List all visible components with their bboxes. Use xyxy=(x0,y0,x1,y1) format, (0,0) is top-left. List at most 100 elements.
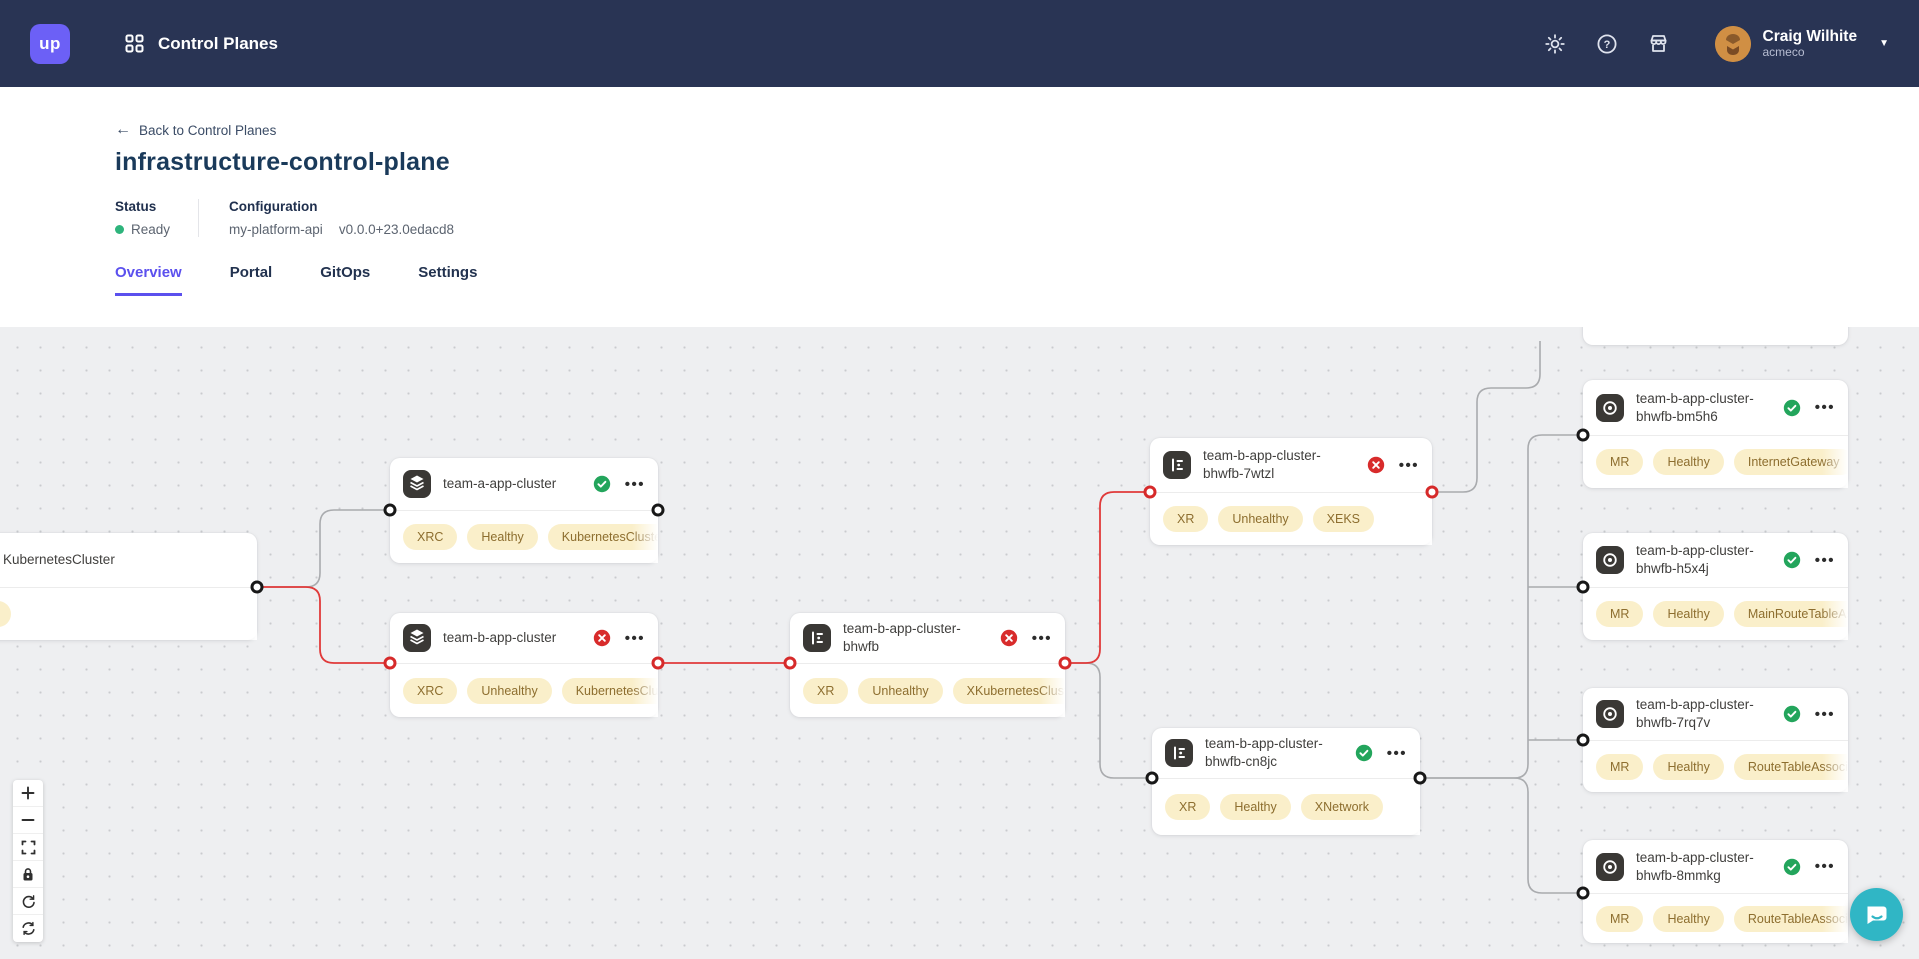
badge-routetableassociation: RouteTableAssociation xyxy=(1733,905,1848,932)
status-dot-icon xyxy=(115,225,124,234)
page-header: ← Back to Control Planes infrastructure-… xyxy=(0,87,1919,327)
connection-handle[interactable] xyxy=(1058,656,1072,670)
tab-gitops[interactable]: GitOps xyxy=(320,264,371,281)
node-menu-button[interactable]: ••• xyxy=(1398,456,1419,474)
badge-xkubernetescluster: XKubernetesCluster xyxy=(952,677,1065,704)
connection-handle[interactable] xyxy=(783,656,797,670)
composite-icon xyxy=(803,624,831,652)
connection-handle[interactable] xyxy=(383,503,397,517)
refresh-button[interactable] xyxy=(13,915,43,942)
connection-handle[interactable] xyxy=(383,656,397,670)
badge-mr: MR xyxy=(1596,449,1644,475)
user-name: Craig Wilhite xyxy=(1762,27,1858,45)
status-label: Status xyxy=(115,199,157,214)
lock-button[interactable] xyxy=(13,861,43,888)
help-icon[interactable]: ? xyxy=(1595,32,1619,56)
connection-handle[interactable] xyxy=(1143,485,1157,499)
rotate-button[interactable] xyxy=(13,888,43,915)
managed-icon xyxy=(1596,393,1624,422)
node-menu-button[interactable]: ••• xyxy=(1814,551,1835,569)
tab-overview[interactable]: Overview xyxy=(115,264,182,296)
app-bar: up Control Planes ? xyxy=(0,0,1919,87)
badge-healthy: Healthy xyxy=(1220,794,1291,820)
node-team-a-app-cluster[interactable]: team-a-app-cluster ••• XRC Healthy Kuberne… xyxy=(390,458,658,563)
user-org: acmeco xyxy=(1762,44,1805,59)
node-status-icon xyxy=(593,475,611,493)
layers-icon xyxy=(403,624,431,652)
node-title: team-b-app-cluster-bhwfb-bm5h6 xyxy=(1636,390,1754,424)
partial-node[interactable] xyxy=(1583,327,1848,345)
node-menu-button[interactable]: ••• xyxy=(624,475,645,493)
node-menu-button[interactable]: ••• xyxy=(1814,858,1835,875)
settings-icon[interactable] xyxy=(1543,32,1567,56)
divider xyxy=(198,199,200,237)
node-title: team-b-app-cluster xyxy=(443,630,557,646)
node-badges: XRCUnhealthyKubernetesCluster xyxy=(390,664,658,717)
edge-team-b-app-cluster-bhwfb-cn8jc-to-team-b-app-cluster-bhwfb-bm5h6 xyxy=(1420,434,1583,779)
avatar xyxy=(1714,25,1751,62)
tab-settings[interactable]: Settings xyxy=(418,264,478,281)
node-badges: MRHealthyRouteTableAssociation xyxy=(1583,741,1848,792)
managed-icon xyxy=(1596,546,1624,574)
upbound-logo[interactable]: up xyxy=(30,23,70,64)
connection-handle[interactable] xyxy=(1145,771,1159,785)
badge-unhealthy: Unhealthy xyxy=(858,677,943,704)
node-title: team-b-app-cluster-bhwfb-7rq7v xyxy=(1636,697,1754,730)
connection-handle[interactable] xyxy=(1576,580,1590,594)
node-badges: XRC Healthy KubernetesCluster xyxy=(390,511,658,563)
marketplace-icon[interactable] xyxy=(1647,32,1671,56)
tab-portal[interactable]: Portal xyxy=(229,264,273,281)
connection-handle[interactable] xyxy=(651,656,665,670)
divider xyxy=(1152,778,1420,779)
zoom-out-button[interactable] xyxy=(13,807,43,834)
badge-mr: MR xyxy=(1596,753,1644,780)
connection-handle[interactable] xyxy=(1576,428,1590,442)
divider xyxy=(1583,740,1848,741)
user-menu[interactable]: Craig Wilhite acmeco ▼ xyxy=(1714,25,1889,62)
node-menu-button[interactable]: ••• xyxy=(1386,744,1407,762)
connection-handle[interactable] xyxy=(1576,886,1590,900)
connection-handle[interactable] xyxy=(1425,485,1439,499)
badge-kubernetescluster: KubernetesCluster xyxy=(547,524,658,550)
back-arrow-icon: ← xyxy=(115,121,131,138)
node-menu-button[interactable]: ••• xyxy=(1031,629,1052,647)
divider xyxy=(1583,435,1848,436)
back-link[interactable]: ← Back to Control Planes xyxy=(115,121,277,138)
connection-handle[interactable] xyxy=(1576,733,1590,747)
node-menu-button[interactable]: ••• xyxy=(1814,705,1835,723)
connection-handle[interactable] xyxy=(651,503,665,517)
badge-xr: XR xyxy=(803,677,849,704)
node-status-icon xyxy=(1783,858,1801,876)
edge-KubernetesCluster-to-team-a-app-cluster xyxy=(257,509,390,588)
node-KubernetesCluster[interactable]: K KubernetesCluster API xyxy=(0,533,257,640)
badge-healthy: Healthy xyxy=(467,524,538,550)
node-title: team-a-app-cluster xyxy=(443,476,557,492)
zoom-in-button[interactable] xyxy=(13,780,43,807)
badge-xrc: XRC xyxy=(403,524,458,550)
node-menu-button[interactable]: ••• xyxy=(624,629,645,647)
resource-graph-canvas[interactable]: K KubernetesCluster API team-a-app-clust… xyxy=(0,327,1919,959)
connection-handle[interactable] xyxy=(250,580,264,594)
connection-handle[interactable] xyxy=(1413,771,1427,785)
configuration-name[interactable]: my-platform-api xyxy=(229,222,323,237)
divider xyxy=(790,663,1065,664)
fit-view-button[interactable] xyxy=(13,834,43,861)
node-status-icon xyxy=(1783,551,1801,569)
badge-routetableassociation: RouteTableAssociation xyxy=(1733,753,1848,780)
app-title: Control Planes xyxy=(158,33,278,53)
node-title: team-b-app-cluster-bhwfb-h5x4j xyxy=(1636,543,1754,576)
status-block: Status Ready xyxy=(115,199,170,237)
intercom-chat-button[interactable] xyxy=(1850,888,1903,941)
badge-mr: MR xyxy=(1596,601,1644,627)
node-menu-button[interactable]: ••• xyxy=(1814,399,1835,416)
